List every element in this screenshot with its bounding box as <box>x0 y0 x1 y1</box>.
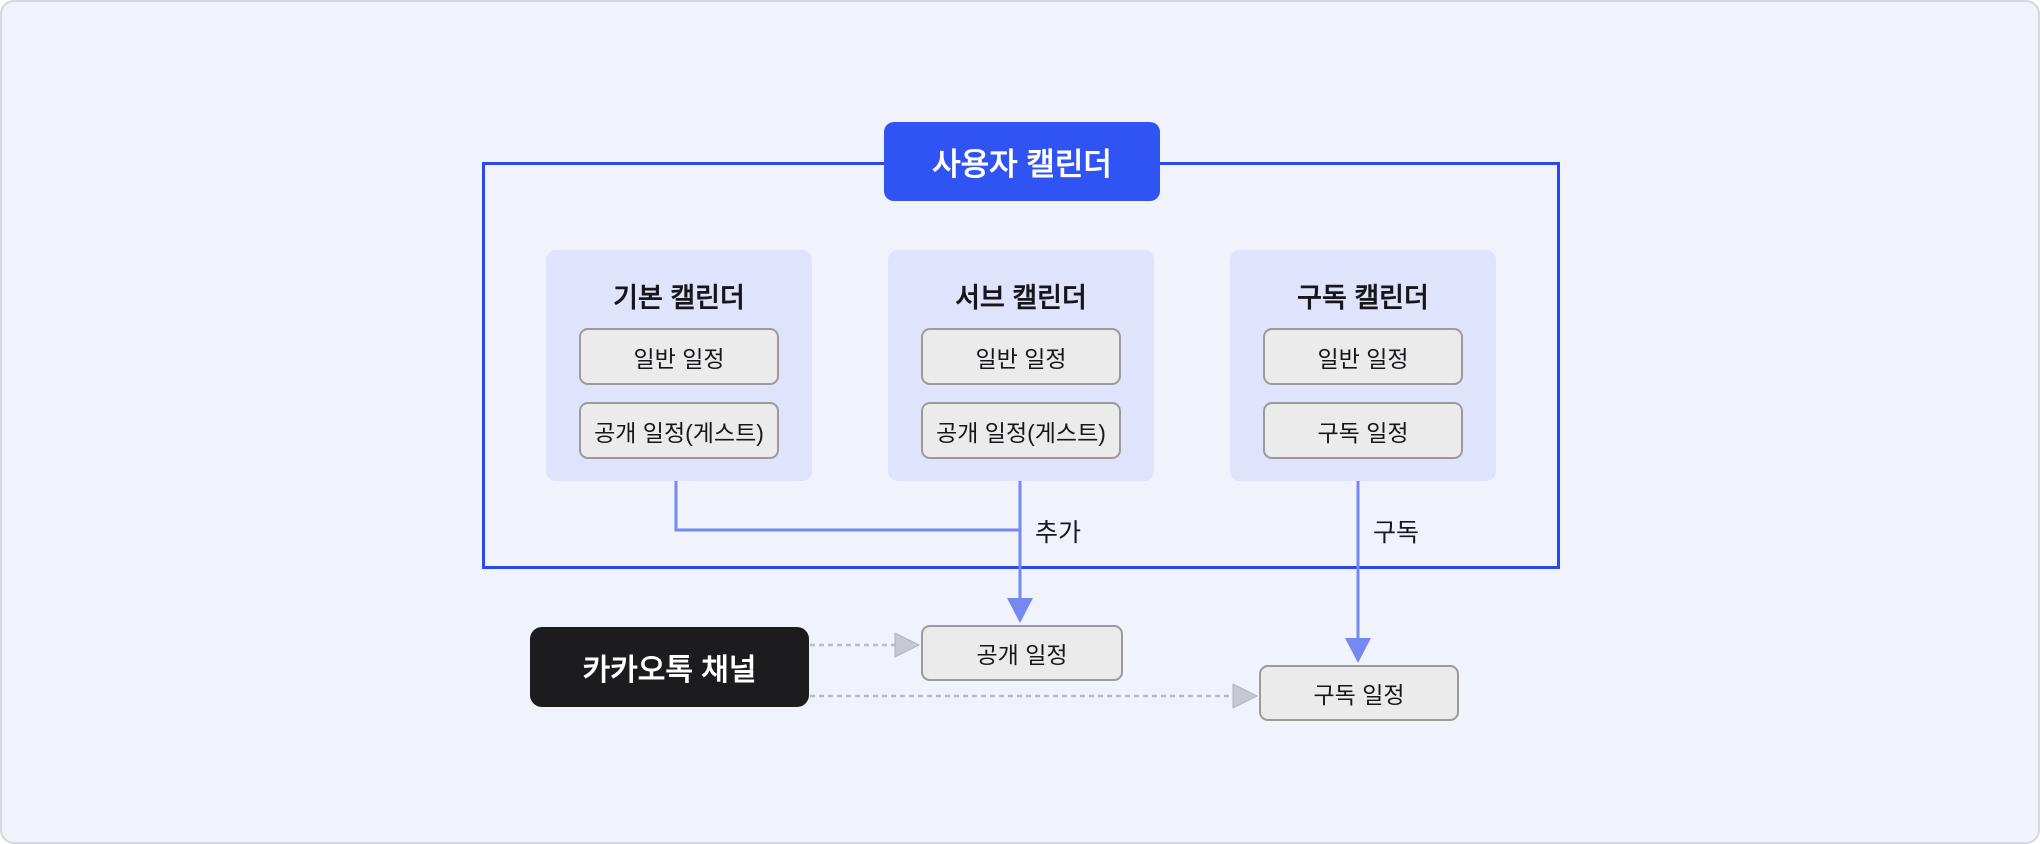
node-user-calendar: 사용자 캘린더 <box>884 122 1160 201</box>
node-basic-calendar-item-public-guest: 공개 일정(게스트) <box>579 402 779 459</box>
node-subscription-calendar-item-subscribed: 구독 일정 <box>1263 402 1463 459</box>
node-sub-calendar-item-public-guest: 공개 일정(게스트) <box>921 402 1121 459</box>
node-basic-calendar-title: 기본 캘린더 <box>613 283 745 313</box>
item-label: 일반 일정 <box>633 345 725 372</box>
edge-label-add: 추가 <box>1035 519 1082 547</box>
node-public-event: 공개 일정 <box>921 625 1123 681</box>
node-user-calendar-label: 사용자 캘린더 <box>932 147 1112 182</box>
edge-channel-to-public-arrowhead <box>894 632 921 658</box>
node-kakaotalk-channel-label: 카카오톡 채널 <box>582 654 757 687</box>
node-basic-calendar-item-normal: 일반 일정 <box>579 328 779 385</box>
node-basic-calendar: 기본 캘린더 일반 일정 공개 일정(게스트) <box>546 250 812 481</box>
item-label: 공개 일정(게스트) <box>936 419 1106 446</box>
node-sub-calendar-title: 서브 캘린더 <box>955 283 1087 313</box>
edge-label-subscribe: 구독 <box>1373 519 1420 547</box>
edge-add-arrowhead <box>1007 598 1033 623</box>
node-subscribed-event: 구독 일정 <box>1259 665 1459 721</box>
node-subscription-calendar: 구독 캘린더 일반 일정 구독 일정 <box>1230 250 1496 481</box>
node-kakaotalk-channel: 카카오톡 채널 <box>530 627 809 707</box>
node-subscription-calendar-item-normal: 일반 일정 <box>1263 328 1463 385</box>
node-subscription-calendar-title: 구독 캘린더 <box>1297 283 1429 313</box>
item-label: 일반 일정 <box>1317 345 1409 372</box>
node-subscribed-event-label: 구독 일정 <box>1313 682 1405 708</box>
node-public-event-label: 공개 일정 <box>976 642 1068 668</box>
node-sub-calendar: 서브 캘린더 일반 일정 공개 일정(게스트) <box>888 250 1154 481</box>
item-label: 구독 일정 <box>1317 419 1409 446</box>
item-label: 공개 일정(게스트) <box>594 419 764 446</box>
edge-channel-to-subscribed-arrowhead <box>1232 683 1259 709</box>
node-sub-calendar-item-normal: 일반 일정 <box>921 328 1121 385</box>
edge-subscribe-arrowhead <box>1345 638 1371 663</box>
item-label: 일반 일정 <box>975 345 1067 372</box>
